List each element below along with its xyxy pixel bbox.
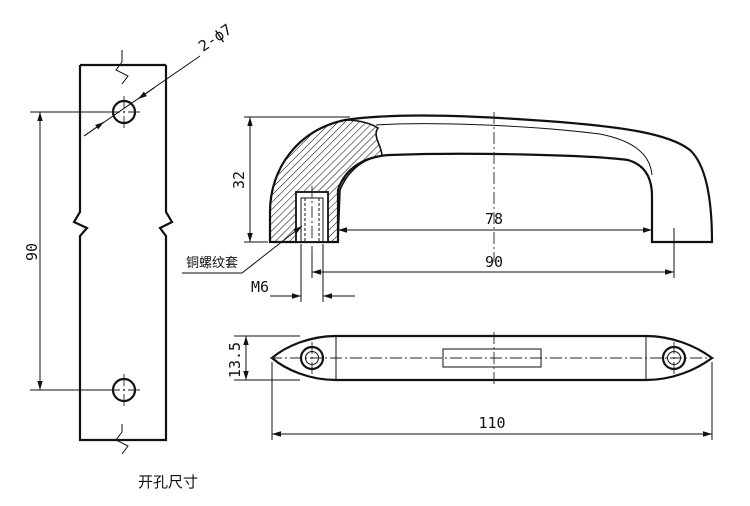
hole-spacing-label: 90 <box>23 243 41 261</box>
insert-label: 铜螺纹套 <box>186 255 238 271</box>
handle-side-view: 32 78 90 M6 铜螺纹套 <box>182 112 714 302</box>
hole-spec-label: 2-ϕ7 <box>195 20 235 55</box>
height-label: 32 <box>230 171 248 189</box>
plate-outline <box>72 63 174 442</box>
cutout-caption: 开孔尺寸 <box>138 473 198 491</box>
handle-top-view: 13.5 110 <box>226 332 714 440</box>
break-mark-bottom <box>115 424 129 455</box>
handle-outer-profile <box>268 114 714 244</box>
break-mark-top <box>115 50 129 85</box>
inner-span-label: 78 <box>485 210 503 228</box>
overall-length-label: 110 <box>478 414 505 432</box>
width-label: 13.5 <box>226 342 244 378</box>
thread-label: M6 <box>251 278 269 296</box>
center-span-label: 90 <box>485 253 503 271</box>
